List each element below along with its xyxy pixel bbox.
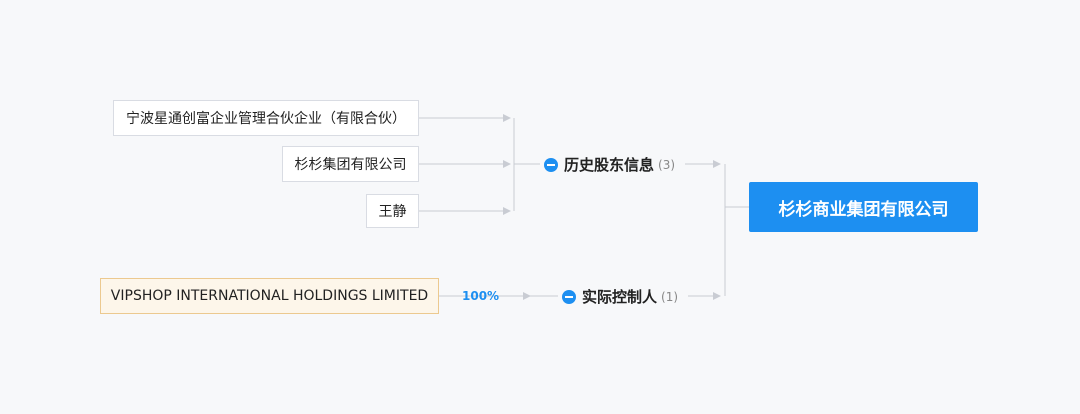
shareholder-node[interactable]: 杉杉集团有限公司 bbox=[282, 146, 419, 182]
group-title: 实际控制人 bbox=[582, 288, 658, 306]
group-title: 历史股东信息 bbox=[564, 156, 655, 174]
shareholder-node[interactable]: 宁波星通创富企业管理合伙企业（有限合伙） bbox=[113, 100, 419, 136]
collapse-icon[interactable] bbox=[544, 157, 558, 172]
collapse-icon[interactable] bbox=[562, 289, 576, 304]
group-count: (3) bbox=[658, 157, 676, 172]
group-label-history[interactable]: 历史股东信息 (3) bbox=[544, 154, 675, 175]
shareholder-name: 王静 bbox=[378, 204, 407, 220]
group-label-controller[interactable]: 实际控制人 (1) bbox=[562, 286, 678, 307]
target-company-name: 杉杉商业集团有限公司 bbox=[778, 199, 949, 220]
controller-name: VIPSHOP INTERNATIONAL HOLDINGS LIMITED bbox=[110, 288, 429, 304]
shareholder-name: 宁波星通创富企业管理合伙企业（有限合伙） bbox=[126, 111, 406, 127]
target-company-node[interactable]: 杉杉商业集团有限公司 bbox=[749, 182, 978, 232]
shareholder-name: 杉杉集团有限公司 bbox=[294, 157, 407, 173]
controller-node[interactable]: VIPSHOP INTERNATIONAL HOLDINGS LIMITED bbox=[100, 278, 439, 314]
ownership-percent: 100% bbox=[462, 289, 500, 303]
shareholder-node[interactable]: 王静 bbox=[366, 194, 419, 228]
group-count: (1) bbox=[661, 289, 679, 304]
